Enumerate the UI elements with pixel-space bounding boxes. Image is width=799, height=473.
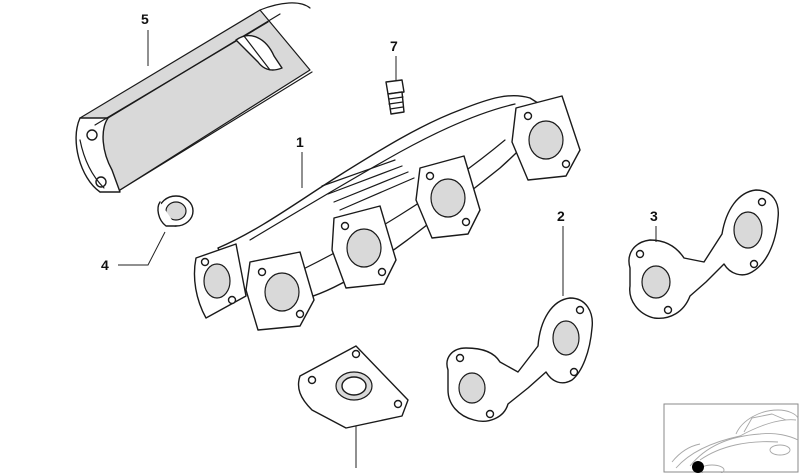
manifold-gasket-part-2[interactable] (446, 297, 593, 422)
car-location-icon (663, 403, 799, 473)
callout-1: 1 (296, 134, 304, 150)
manifold-gasket-part-3[interactable] (628, 189, 779, 319)
exhaust-manifold-part[interactable] (193, 95, 581, 331)
flange-gasket-part[interactable] (297, 345, 409, 429)
callout-6: 6 (350, 470, 358, 473)
heat-shield-part[interactable] (75, 2, 313, 193)
callout-5: 5 (141, 11, 149, 27)
callout-3: 3 (650, 208, 658, 224)
callout-4: 4 (101, 257, 109, 273)
leader-lines (118, 30, 657, 468)
bolt-part[interactable] (385, 79, 405, 115)
callout-2: 2 (557, 208, 565, 224)
grommet-part[interactable] (157, 195, 194, 227)
location-dot-icon (692, 461, 704, 473)
callout-7: 7 (390, 38, 398, 54)
